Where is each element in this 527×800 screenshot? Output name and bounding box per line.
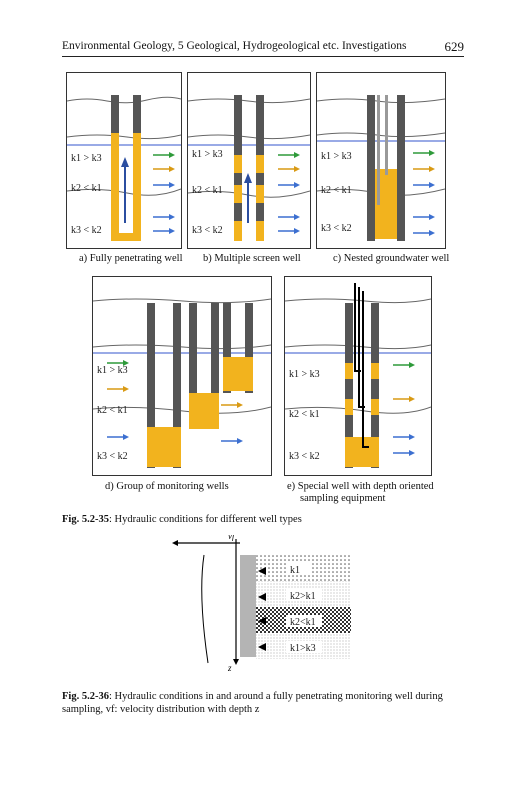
- caption-b: b) Multiple screen well: [203, 253, 301, 264]
- panel-d-diagram: k1 > k3 k2 < k1 k3 < k2: [93, 298, 271, 468]
- header-title: Environmental Geology, 5 Geological, Hyd…: [62, 40, 407, 52]
- svg-text:k2<k1: k2<k1: [290, 617, 316, 628]
- figure-label-36: Fig. 5.2-36: [62, 691, 109, 702]
- caption-e-line2: sampling equipment: [300, 493, 386, 504]
- svg-text:k1: k1: [290, 565, 300, 576]
- caption-c: c) Nested groundwater well: [333, 253, 450, 264]
- figure-panel-c: k1 > k3 k2 < k1 k3 < k2: [316, 72, 446, 249]
- figure-caption-35: Fig. 5.2-35: Hydraulic conditions for di…: [62, 513, 302, 526]
- running-header: Environmental Geology, 5 Geological, Hyd…: [62, 39, 465, 57]
- svg-text:k2 < k1: k2 < k1: [289, 409, 320, 420]
- caption-d: d) Group of monitoring wells: [105, 481, 229, 492]
- svg-text:k3 < k2: k3 < k2: [289, 451, 320, 462]
- figure-panel-36: vf z k1 k2>k1 k2<k1 k1>k3: [168, 535, 353, 673]
- figure-panel-d: k1 > k3 k2 < k1 k3 < k2: [92, 276, 272, 476]
- figure-text-35: : Hydraulic conditions for different wel…: [108, 514, 302, 525]
- layer-label-2: k2 < k1: [71, 183, 102, 194]
- figure-panel-b: k1 > k3 k2 < k1 k3 < k2: [187, 72, 311, 249]
- svg-text:k2 < k1: k2 < k1: [192, 185, 223, 196]
- panel-a-diagram: k1 > k3 k2 < k1 k3 < k2: [67, 95, 181, 241]
- layer-label-1: k1 > k3: [71, 153, 102, 164]
- svg-text:k1 > k3: k1 > k3: [289, 369, 320, 380]
- page-number: 629: [444, 39, 465, 54]
- panel-c-diagram: k1 > k3 k2 < k1 k3 < k2: [317, 95, 445, 241]
- panel-b-diagram: k1 > k3 k2 < k1 k3 < k2: [188, 95, 310, 241]
- svg-text:k2 < k1: k2 < k1: [97, 405, 128, 416]
- svg-text:k1 > k3: k1 > k3: [97, 365, 128, 376]
- figure-caption-36: Fig. 5.2-36: Hydraulic conditions in and…: [62, 690, 468, 716]
- svg-text:k3 < k2: k3 < k2: [192, 225, 223, 236]
- figure-label-35: Fig. 5.2-35: [62, 514, 109, 525]
- svg-text:k2>k1: k2>k1: [290, 591, 316, 602]
- svg-text:k2 < k1: k2 < k1: [321, 185, 352, 196]
- velocity-diagram: vf z k1 k2>k1 k2<k1 k1>k3: [172, 535, 351, 673]
- svg-text:k1 > k3: k1 > k3: [321, 151, 352, 162]
- axis-vf: vf: [228, 535, 236, 541]
- layer-label-3: k3 < k2: [71, 225, 102, 236]
- caption-a: a) Fully penetrating well: [79, 253, 183, 264]
- svg-text:k3 < k2: k3 < k2: [97, 451, 128, 462]
- panel-e-diagram: k1 > k3 k2 < k1 k3 < k2: [285, 283, 431, 468]
- caption-e-line1: e) Special well with depth oriented: [287, 481, 434, 492]
- svg-text:k3 < k2: k3 < k2: [321, 223, 352, 234]
- svg-text:k1>k3: k1>k3: [290, 643, 316, 654]
- figure-text-36-line1: : Hydraulic conditions in and around a f…: [108, 691, 443, 702]
- axis-z: z: [227, 663, 232, 673]
- figure-panel-e: k1 > k3 k2 < k1 k3 < k2: [284, 276, 432, 476]
- figure-text-36-line2: sampling, vf: velocity distribution with…: [62, 704, 260, 715]
- svg-text:k1 > k3: k1 > k3: [192, 149, 223, 160]
- figure-panel-a: k1 > k3 k2 < k1 k3 < k2: [66, 72, 182, 249]
